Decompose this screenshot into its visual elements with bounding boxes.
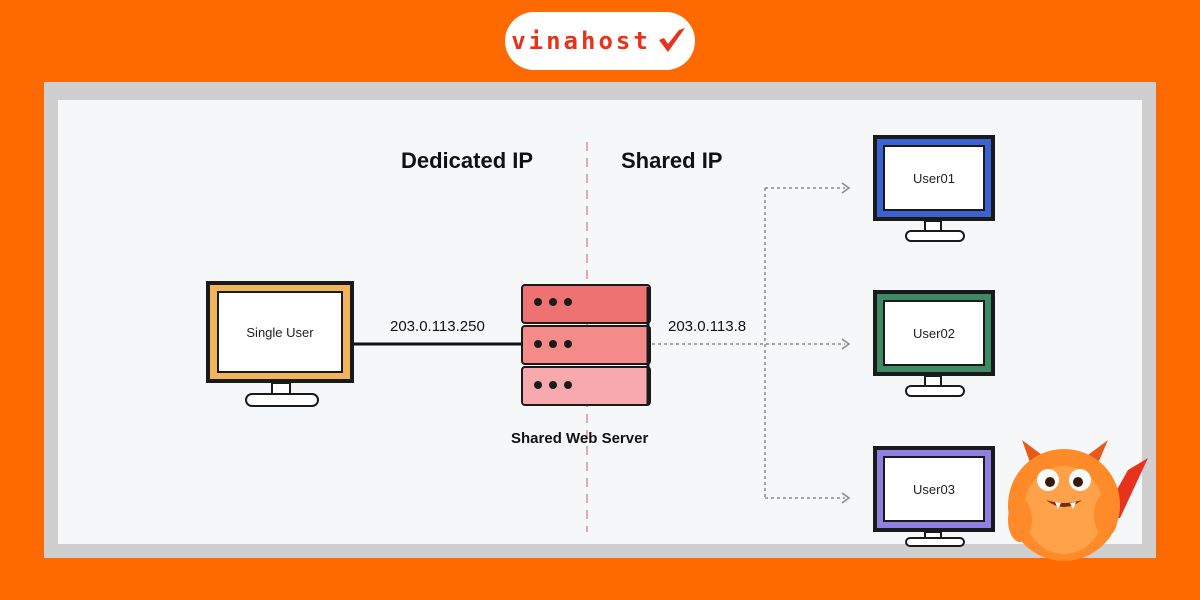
user03-label: User03 [913, 482, 955, 497]
orange-monster-mascot-icon [1008, 440, 1148, 561]
user03-monitor-icon [873, 446, 995, 547]
checkmark-icon [658, 28, 685, 52]
dedicated-ip-address: 203.0.113.250 [390, 318, 485, 335]
user02-monitor-icon [873, 290, 995, 397]
shared-ip-address: 203.0.113.8 [668, 318, 747, 335]
brand-name: vinahost [511, 27, 651, 55]
server-label: Shared Web Server [511, 430, 649, 447]
user02-label: User02 [913, 326, 955, 341]
single-user-monitor-icon [206, 281, 354, 407]
brand-logo: vinahost [505, 12, 695, 70]
arrow-icons [841, 182, 851, 504]
server-icon [521, 284, 651, 406]
user01-monitor-icon [873, 135, 995, 242]
dedicated-ip-heading: Dedicated IP [401, 148, 534, 173]
shared-ip-heading: Shared IP [621, 148, 723, 173]
user01-label: User01 [913, 171, 955, 186]
single-user-label: Single User [246, 325, 314, 340]
shared-connection-lines [652, 187, 845, 499]
